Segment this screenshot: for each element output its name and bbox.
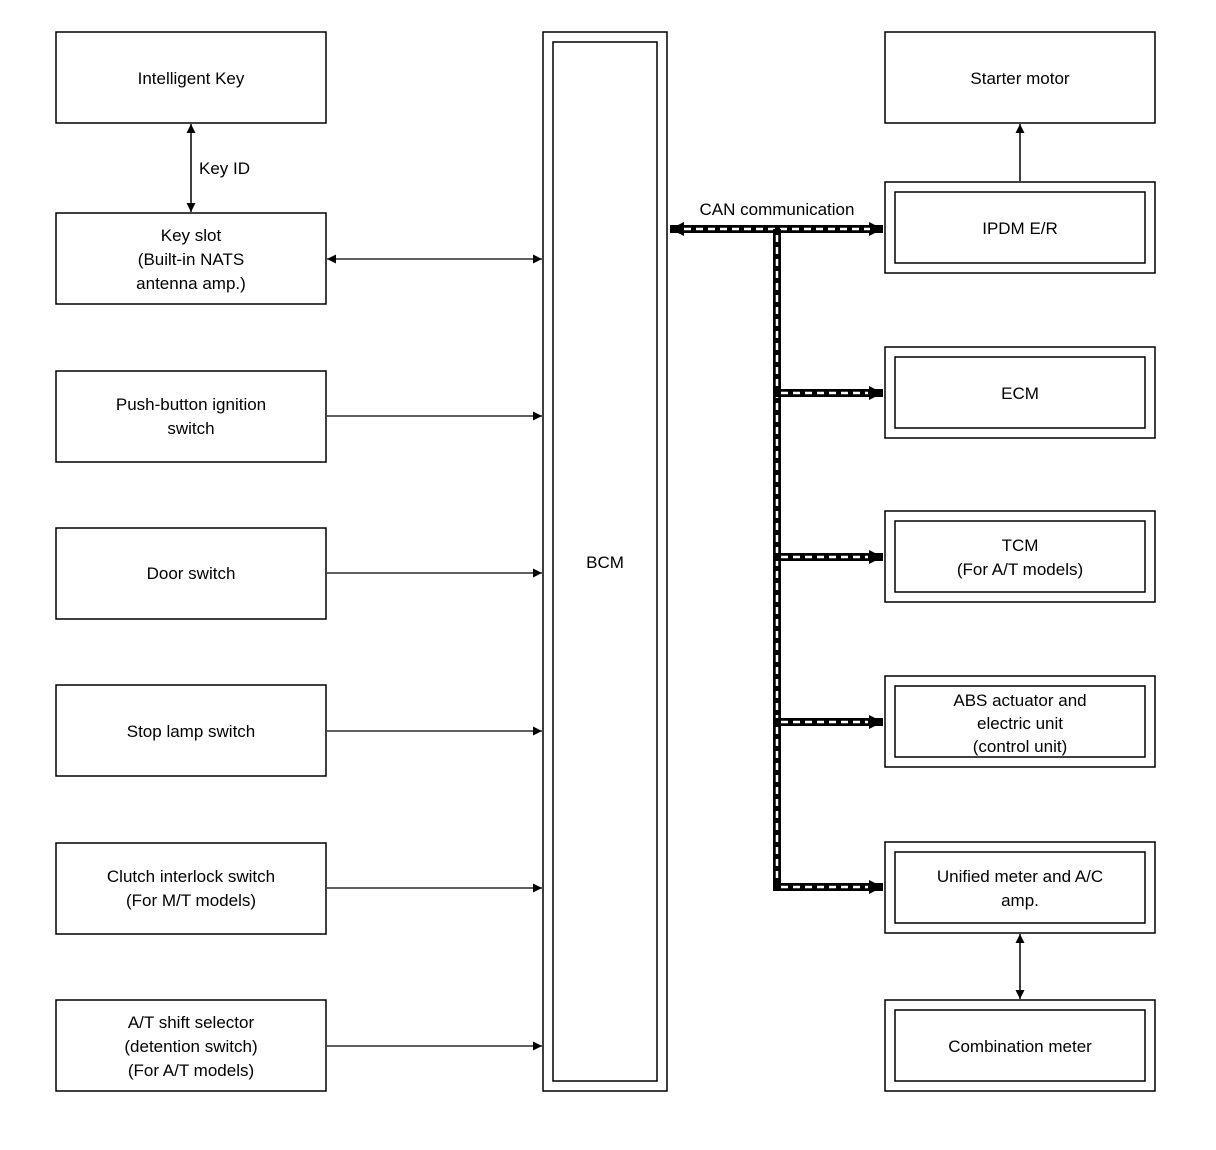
key-slot-label-3: antenna amp.): [136, 274, 246, 293]
stop-lamp-switch-label: Stop lamp switch: [127, 722, 256, 741]
clutch-label-1: Clutch interlock switch: [107, 867, 275, 886]
at-shift-label-3: (For A/T models): [128, 1061, 254, 1080]
stop-lamp-switch-box: Stop lamp switch: [55, 684, 327, 777]
at-shift-label-1: A/T shift selector: [128, 1013, 255, 1032]
ipdm-er-box: IPDM E/R: [884, 181, 1156, 274]
at-shift-selector-box: A/T shift selector (detention switch) (F…: [55, 999, 327, 1092]
unified-meter-label-2: amp.: [1001, 891, 1039, 910]
push-button-label-2: switch: [167, 419, 214, 438]
tcm-label-2: (For A/T models): [957, 560, 1083, 579]
door-switch-box: Door switch: [55, 527, 327, 620]
tcm-label-1: TCM: [1002, 536, 1039, 555]
combination-meter-label: Combination meter: [948, 1037, 1092, 1056]
combination-meter-box: Combination meter: [884, 999, 1156, 1092]
starter-motor-box: Starter motor: [884, 31, 1156, 124]
starter-motor-label: Starter motor: [970, 69, 1070, 88]
abs-label-1: ABS actuator and: [953, 691, 1086, 710]
push-button-ignition-switch-box: Push-button ignition switch: [55, 370, 327, 463]
clutch-label-2: (For M/T models): [126, 891, 256, 910]
left-connectors: [327, 254, 542, 1051]
intelligent-key-label: Intelligent Key: [138, 69, 245, 88]
tcm-box: TCM (For A/T models): [884, 510, 1156, 603]
ecm-box: ECM: [884, 346, 1156, 439]
abs-actuator-box: ABS actuator and electric unit (control …: [884, 675, 1156, 768]
unified-meter-label-1: Unified meter and A/C: [937, 867, 1103, 886]
door-switch-label: Door switch: [147, 564, 236, 583]
bcm-box: BCM: [542, 31, 668, 1092]
ipdm-er-label: IPDM E/R: [982, 219, 1058, 238]
bcm-label: BCM: [586, 553, 624, 572]
can-bus: CAN communication: [670, 200, 883, 894]
push-button-label-1: Push-button ignition: [116, 395, 266, 414]
clutch-interlock-switch-box: Clutch interlock switch (For M/T models): [55, 842, 327, 935]
key-id-label: Key ID: [199, 159, 250, 178]
key-slot-label-1: Key slot: [161, 226, 222, 245]
abs-label-3: (control unit): [973, 737, 1067, 756]
key-id-connector: Key ID: [186, 124, 250, 212]
key-slot-box: Key slot (Built-in NATS antenna amp.): [55, 212, 327, 305]
abs-label-2: electric unit: [977, 714, 1063, 733]
intelligent-key-box: Intelligent Key: [55, 31, 327, 124]
right-boxes: Starter motor IPDM E/R ECM TCM (For A/T …: [884, 31, 1156, 1092]
ecm-label: ECM: [1001, 384, 1039, 403]
key-slot-label-2: (Built-in NATS: [138, 250, 244, 269]
at-shift-label-2: (detention switch): [124, 1037, 257, 1056]
left-boxes: Intelligent Key Key slot (Built-in NATS …: [55, 31, 327, 1092]
can-communication-label: CAN communication: [700, 200, 855, 219]
unified-meter-box: Unified meter and A/C amp.: [884, 841, 1156, 934]
